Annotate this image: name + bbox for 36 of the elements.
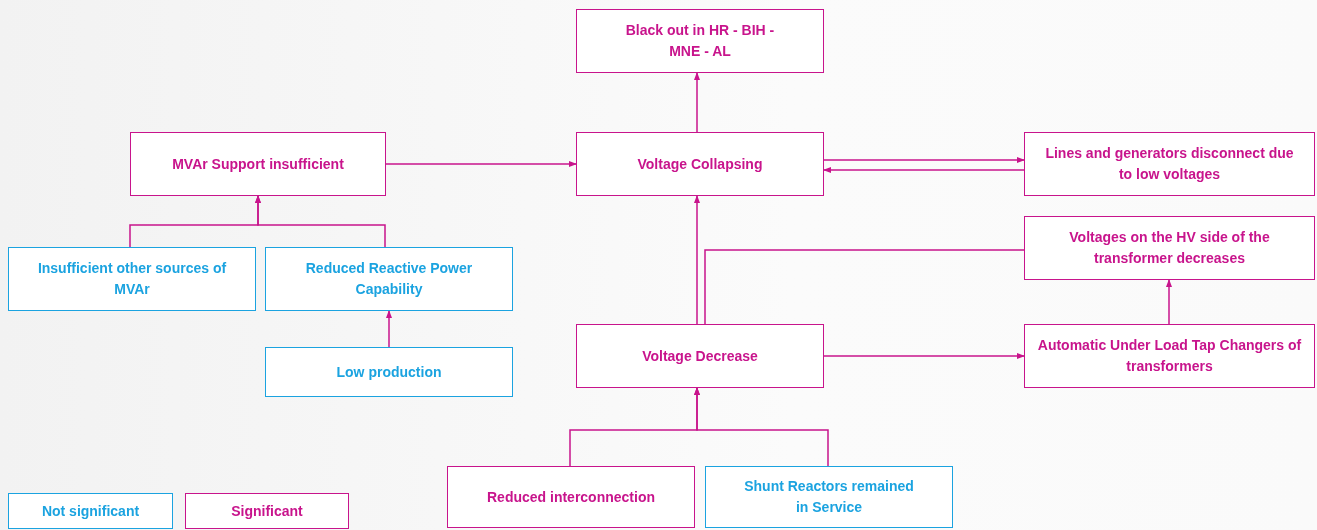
process-box: [130, 132, 386, 196]
box-label: Voltage Collapsing: [637, 154, 763, 174]
box-label: Reduced Reactive Power Capability: [304, 259, 474, 299]
arrow: [385, 161, 577, 167]
legend-key: Significant: [185, 493, 349, 529]
box-label: Shunt Reactors remained in Service: [743, 477, 915, 517]
box-label: Voltages on the HV side of the transformer decreases: [1068, 228, 1271, 268]
process-box: [1024, 216, 1315, 280]
box-label: Black out in HR - BIH - MNE - AL: [625, 21, 775, 61]
box-label: Lines and generators disconnect due to low voltages: [1044, 144, 1295, 184]
process-box: [265, 347, 513, 397]
box-label: Reduced interconnection: [487, 487, 655, 507]
process-box: [1024, 324, 1315, 388]
box-label: Insufficient other sources of MVAr: [36, 259, 228, 299]
arrow: [1166, 279, 1172, 325]
legend-key: Not significant: [8, 493, 173, 529]
arrow: [386, 310, 392, 348]
arrow: [823, 157, 1025, 163]
process-box: [576, 9, 824, 73]
process-box: [705, 466, 953, 528]
box-label: MVAr Support insufficient: [172, 154, 344, 174]
arrow: [823, 167, 1025, 173]
box-label: Automatic Under Load Tap Changers of transformers: [1037, 336, 1302, 376]
arrow: [823, 353, 1025, 359]
process-box: [1024, 132, 1315, 196]
process-box: [576, 132, 824, 196]
box-label: Voltage Decrease: [642, 346, 758, 366]
process-box: [447, 466, 695, 528]
arrow: [694, 387, 829, 467]
process-box: [265, 247, 513, 311]
arrow: [694, 72, 700, 133]
box-label: Low production: [336, 362, 442, 382]
process-box: [8, 247, 256, 311]
arrow: [255, 195, 386, 248]
arrow: [694, 195, 700, 325]
process-box: [576, 324, 824, 388]
